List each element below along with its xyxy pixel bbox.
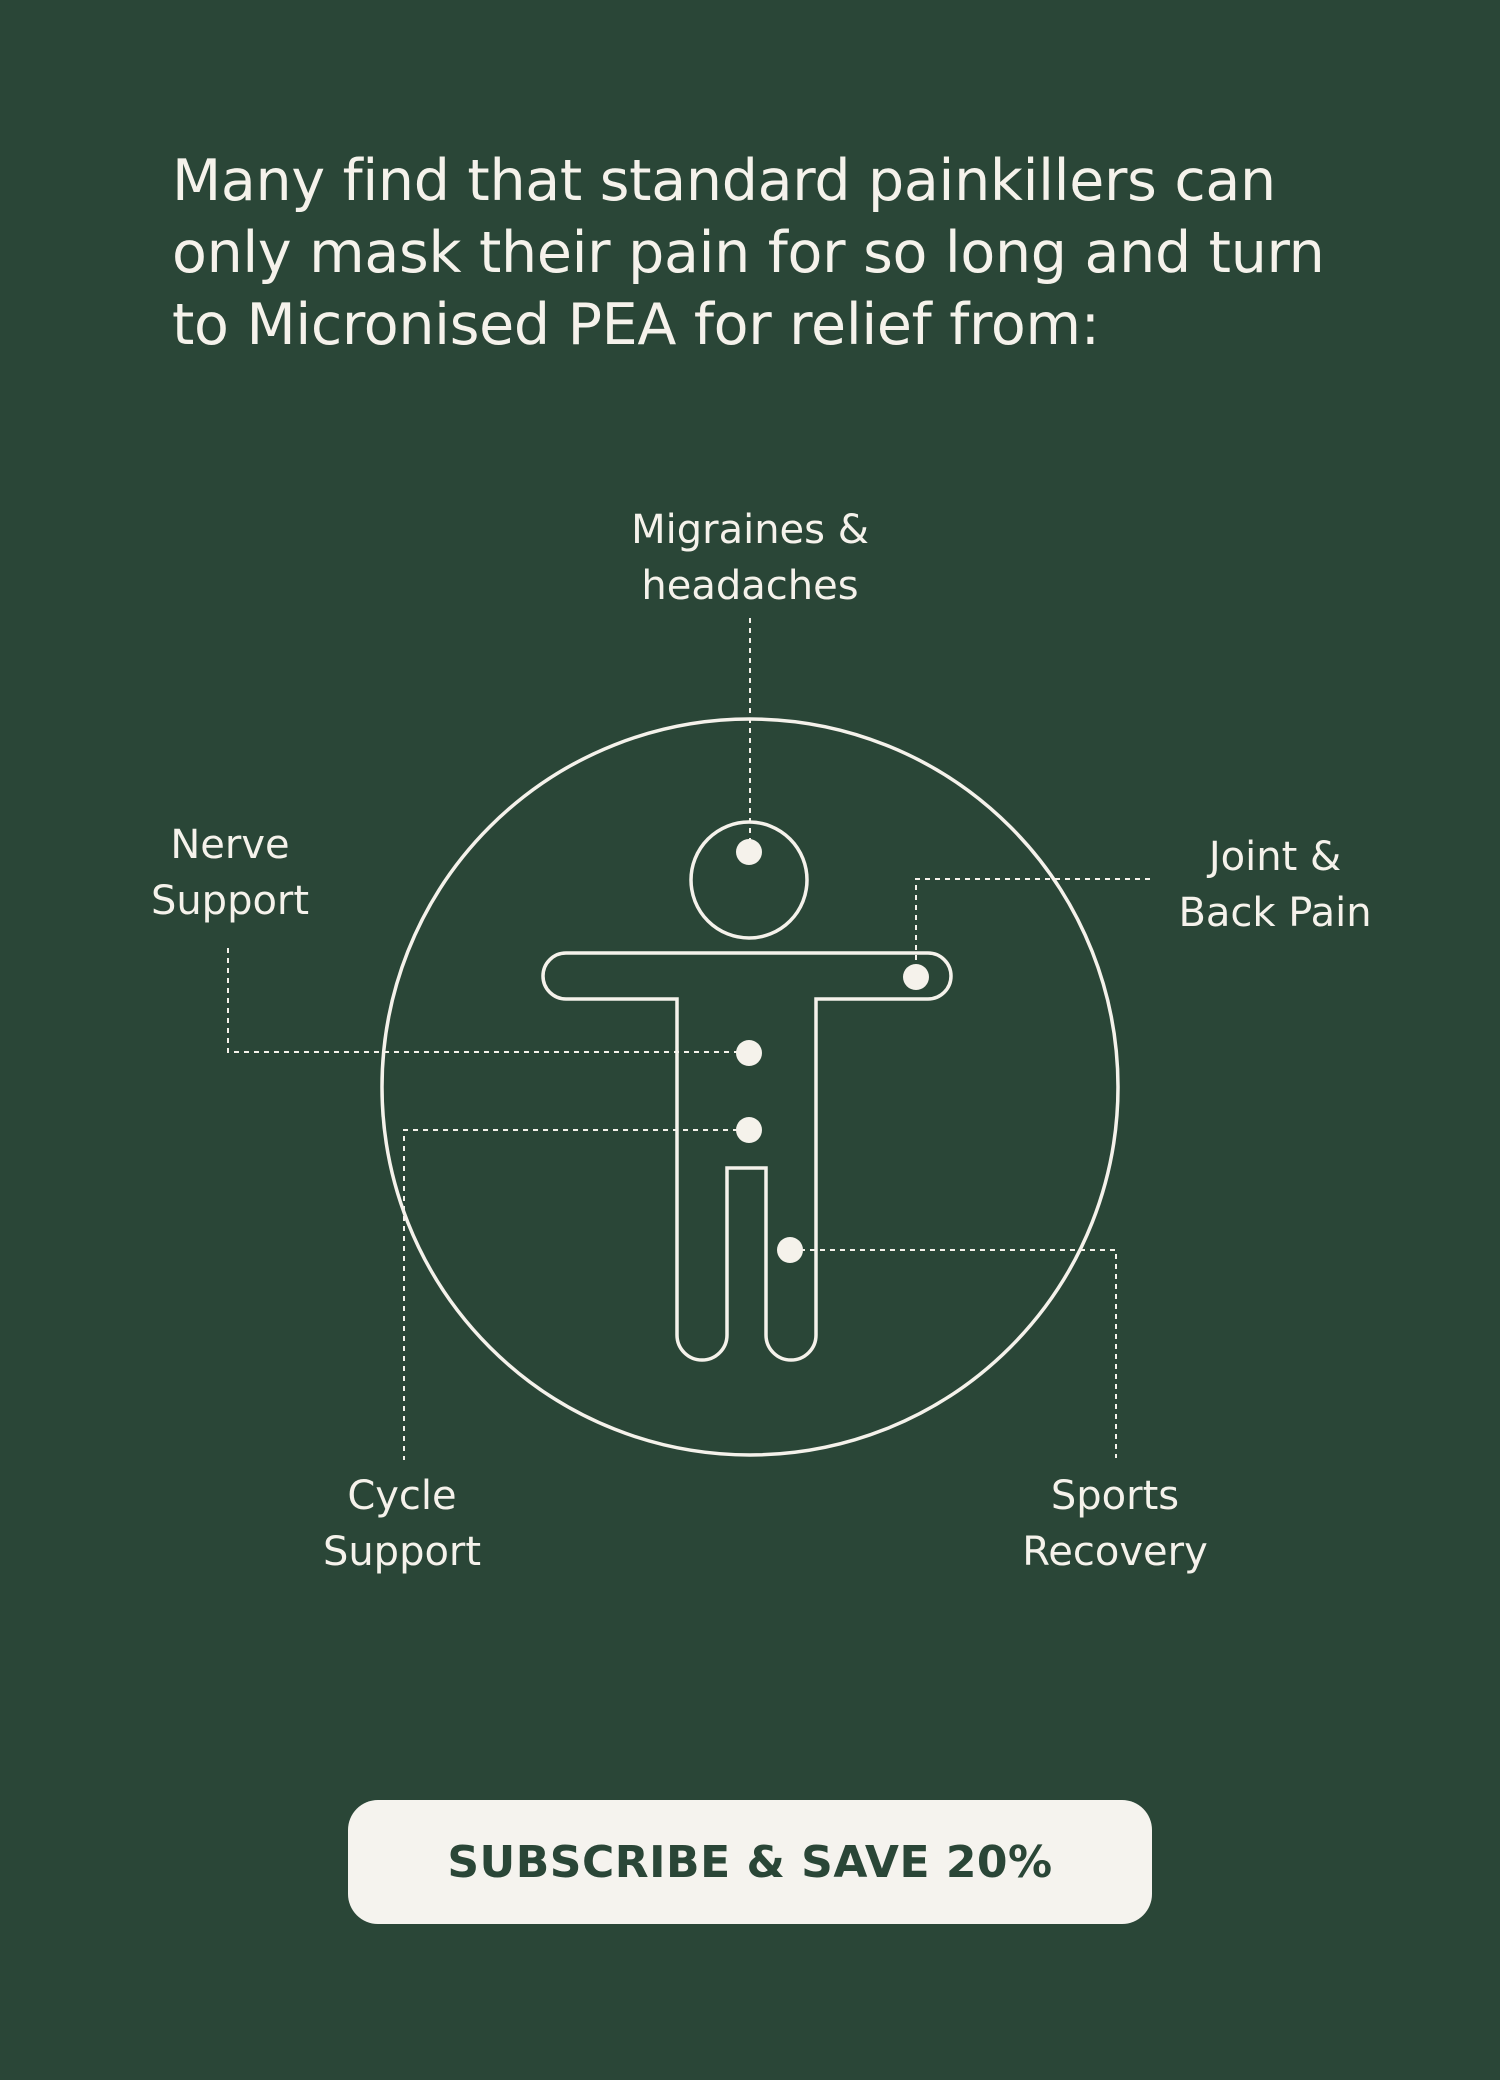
label-migraines-line2: headaches (641, 563, 859, 609)
label-sports: Sports Recovery (1022, 1468, 1207, 1580)
marker-abdomen (736, 1117, 762, 1143)
label-joint: Joint & Back Pain (1178, 829, 1371, 941)
label-cycle-line2: Support (322, 1529, 482, 1575)
label-sports-line2: Recovery (1022, 1529, 1208, 1575)
headline: Many find that standard painkillers can … (172, 148, 1325, 358)
label-joint-line1: Joint & (1208, 834, 1342, 880)
subscribe-save-button[interactable]: SUBSCRIBE & SAVE 20% (348, 1800, 1152, 1924)
label-nerve: Nerve Support (151, 817, 309, 929)
leader-sports (790, 1249, 1117, 1458)
label-sports-line1: Sports (1050, 1473, 1180, 1519)
label-cycle-line1: Cycle (347, 1473, 457, 1519)
label-joint-line2: Back Pain (1178, 890, 1372, 936)
leader-cycle (403, 1129, 748, 1460)
label-migraines-line1: Migraines & (631, 507, 869, 553)
marker-leg (777, 1237, 803, 1263)
leader-joint (915, 878, 1150, 976)
marker-chest (736, 1040, 762, 1066)
label-cycle: Cycle Support (323, 1468, 481, 1580)
label-nerve-line1: Nerve (170, 822, 290, 868)
leader-nerve (227, 948, 748, 1053)
marker-arm (903, 964, 929, 990)
label-migraines: Migraines & headaches (631, 502, 869, 614)
marker-head (736, 839, 762, 865)
label-nerve-line2: Support (150, 878, 310, 924)
human-figure-icon (541, 820, 953, 1362)
